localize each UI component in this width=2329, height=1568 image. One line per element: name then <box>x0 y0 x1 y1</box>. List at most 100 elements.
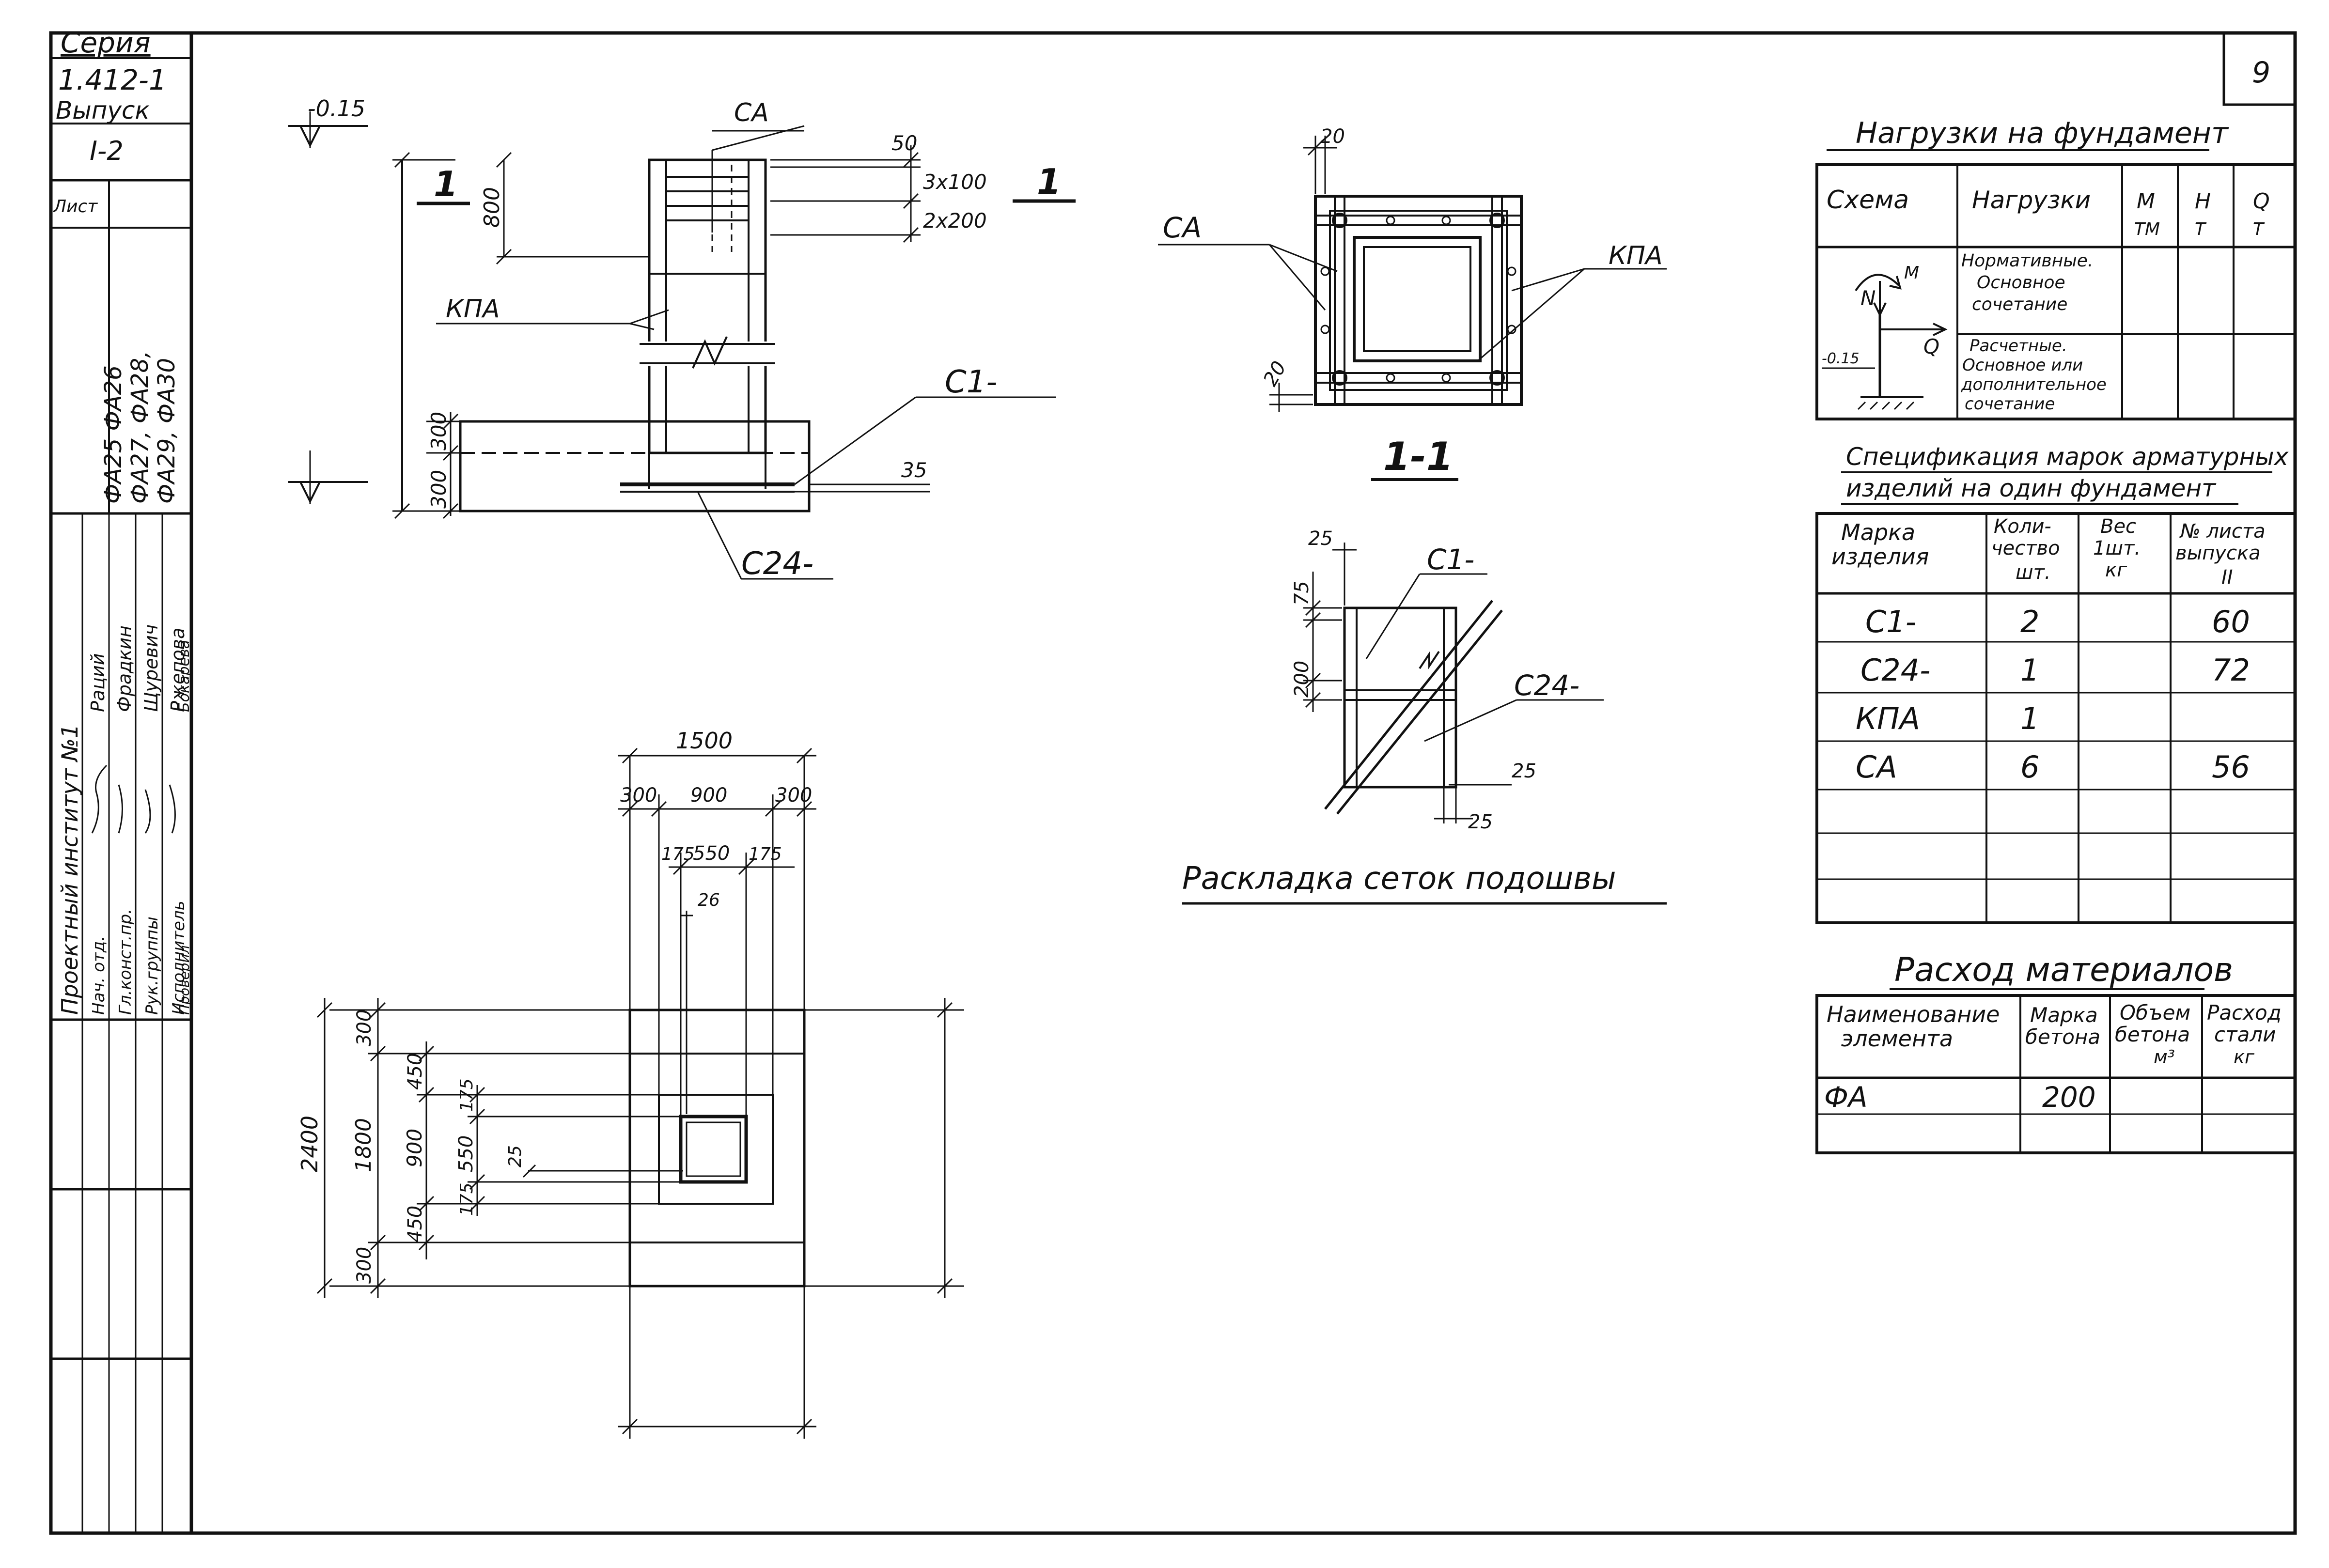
section-mark-left: 1 <box>434 164 458 204</box>
marks-line-2: ФА27, ФА28, <box>126 351 154 504</box>
section-title: 1-1 <box>1383 434 1454 479</box>
spec-h2-b: чество <box>1991 537 2060 559</box>
dim-2x200: 2x200 <box>923 209 987 233</box>
sec-label-kpa: КПА <box>1609 241 1663 270</box>
plan-view: 1500 300 900 300 175 550 175 26 2400 <box>297 728 964 1439</box>
role-3: Рук.группы <box>142 916 162 1015</box>
mat-h4-b: стали <box>2214 1023 2276 1046</box>
spec-row2-mark: С24- <box>1860 652 1931 688</box>
mat-h2-a: Марка <box>2030 1003 2098 1027</box>
mat-h3-c: м³ <box>2154 1046 2175 1068</box>
dim-800: 800 <box>480 187 504 228</box>
footing <box>459 420 811 512</box>
spec-row2-qty: 1 <box>2020 652 2039 688</box>
spec-h3-b: 1шт. <box>2093 537 2141 559</box>
name-1: Раций <box>87 653 109 712</box>
sheet-label: Лист <box>52 197 98 217</box>
loads-row1-a: Нормативные. <box>1961 251 2093 271</box>
role-5: Проверил <box>176 945 192 1015</box>
mesh-layout: 25 75 200 25 25 С1- С24- Раскладка сеток… <box>1182 528 1667 905</box>
mat-row1-name: ФА <box>1824 1081 1868 1114</box>
plan-dim-175-left: 175 <box>661 844 695 864</box>
section-1-1: 20 20 СА КПА 1-1 <box>1158 125 1667 481</box>
mat-h2-b: бетона <box>2025 1025 2100 1049</box>
spec-h4-b: выпуска <box>2175 542 2261 564</box>
spec-row3-mark: КПА <box>1856 701 1920 736</box>
marks-line-3: ФА29, ФА30 <box>153 358 180 504</box>
plan-dim-175-right: 175 <box>749 844 782 864</box>
plan-dim-300-bottom: 300 <box>353 1247 375 1284</box>
plan-dim-300-left: 300 <box>620 784 657 807</box>
spec-row4-sheet: 56 <box>2212 749 2250 785</box>
spec-h2-c: шт. <box>2016 561 2051 584</box>
issue-value: I-2 <box>90 136 124 166</box>
mat-row1-grade: 200 <box>2042 1081 2096 1114</box>
spec-row4-qty: 6 <box>2020 749 2039 785</box>
plan-dim-450-top: 450 <box>404 1053 426 1090</box>
plan-dim-450-bottom: 450 <box>404 1206 426 1242</box>
marks-line-1: ФА25 ФА26 <box>100 365 127 504</box>
plan-dim-1800: 1800 <box>351 1118 376 1172</box>
plan-dim-300-top: 300 <box>353 1009 375 1046</box>
spec-h3-a: Вес <box>2100 515 2136 538</box>
label-ca: СА <box>734 98 769 127</box>
sec-label-ca: СА <box>1163 211 1202 244</box>
dim-50: 50 <box>891 131 917 155</box>
mat-h1-b: элемента <box>1841 1025 1953 1052</box>
loads-row2-c: дополнительное <box>1961 375 2107 394</box>
dim-300-a: 300 <box>427 412 451 450</box>
sec-dim-20-bottom: 20 <box>1259 357 1291 390</box>
sheet-number-box <box>2222 31 2297 106</box>
dim-35: 35 <box>901 458 927 482</box>
spec-h3-c: кг <box>2105 559 2127 581</box>
scheme-m: M <box>1904 263 1919 283</box>
plan-dim-900: 900 <box>690 784 727 807</box>
signatures <box>91 764 176 834</box>
plan-dim-25: 25 <box>505 1145 525 1167</box>
spec-h1-b: изделия <box>1831 543 1929 570</box>
spec-h4-c: II <box>2221 566 2233 589</box>
mat-h3-a: Объем <box>2120 1001 2190 1025</box>
plan-dim-900-v: 900 <box>403 1129 426 1167</box>
loads-row1-b: Основное <box>1977 273 2065 293</box>
label-kpa: КПА <box>446 295 500 324</box>
title-block: Серия 1.412-1 Выпуск I-2 Лист ФА25 ФА26 … <box>51 26 193 1533</box>
elevation-view: -0.15 1 800 <box>288 95 1076 582</box>
plan-dim-175-top: 175 <box>457 1078 477 1112</box>
mat-h4-c: кг <box>2234 1046 2255 1068</box>
spec-h2-a: Коли- <box>1994 515 2051 538</box>
mesh-dim-25-top: 25 <box>1308 528 1333 550</box>
loads-row2-b: Основное или <box>1962 356 2083 375</box>
loads-header-loads: Нагрузки <box>1972 186 2091 214</box>
section-mark-right: 1 <box>1037 161 1061 202</box>
mesh-dim-75: 75 <box>1291 581 1313 605</box>
role-1: Нач. отд. <box>89 936 109 1015</box>
series-value: 1.412-1 <box>58 63 167 96</box>
issue-label: Выпуск <box>56 96 150 124</box>
spec-title-1: Спецификация марок арматурных <box>1846 443 2289 471</box>
materials-table: Расход материалов Наименование элемента … <box>1815 951 2297 1154</box>
name-3: Щуревич <box>141 624 162 712</box>
spec-h4-a: № листа <box>2179 520 2266 543</box>
mesh-dim-25-right: 25 <box>1512 760 1536 782</box>
loads-header-n: Н <box>2195 189 2211 214</box>
name-4: Ржепова <box>167 628 188 712</box>
mesh-dim-25-bottom: 25 <box>1468 811 1493 833</box>
mat-h1-a: Наименование <box>1827 1001 2000 1027</box>
name-5: Бокарева <box>176 640 193 712</box>
label-c1: С1- <box>945 364 998 400</box>
loads-row2-a: Расчетные. <box>1969 336 2067 356</box>
sheet-number: 9 <box>2252 56 2270 90</box>
loads-header-q-unit: Т <box>2253 219 2265 239</box>
plan-dim-300-right: 300 <box>775 784 812 807</box>
plan-dim-175-bottom: 175 <box>457 1182 477 1216</box>
sec-dim-20-top: 20 <box>1320 125 1345 148</box>
mesh-layout-title: Раскладка сеток подошвы <box>1182 861 1616 897</box>
mat-h3-b: бетона <box>2115 1023 2190 1046</box>
plan-dim-2400: 2400 <box>297 1116 323 1172</box>
name-2: Фрадкин <box>114 625 135 712</box>
materials-title: Расход материалов <box>1894 951 2233 989</box>
loads-header-scheme: Схема <box>1827 186 1909 215</box>
plan-dim-1500: 1500 <box>676 728 733 754</box>
